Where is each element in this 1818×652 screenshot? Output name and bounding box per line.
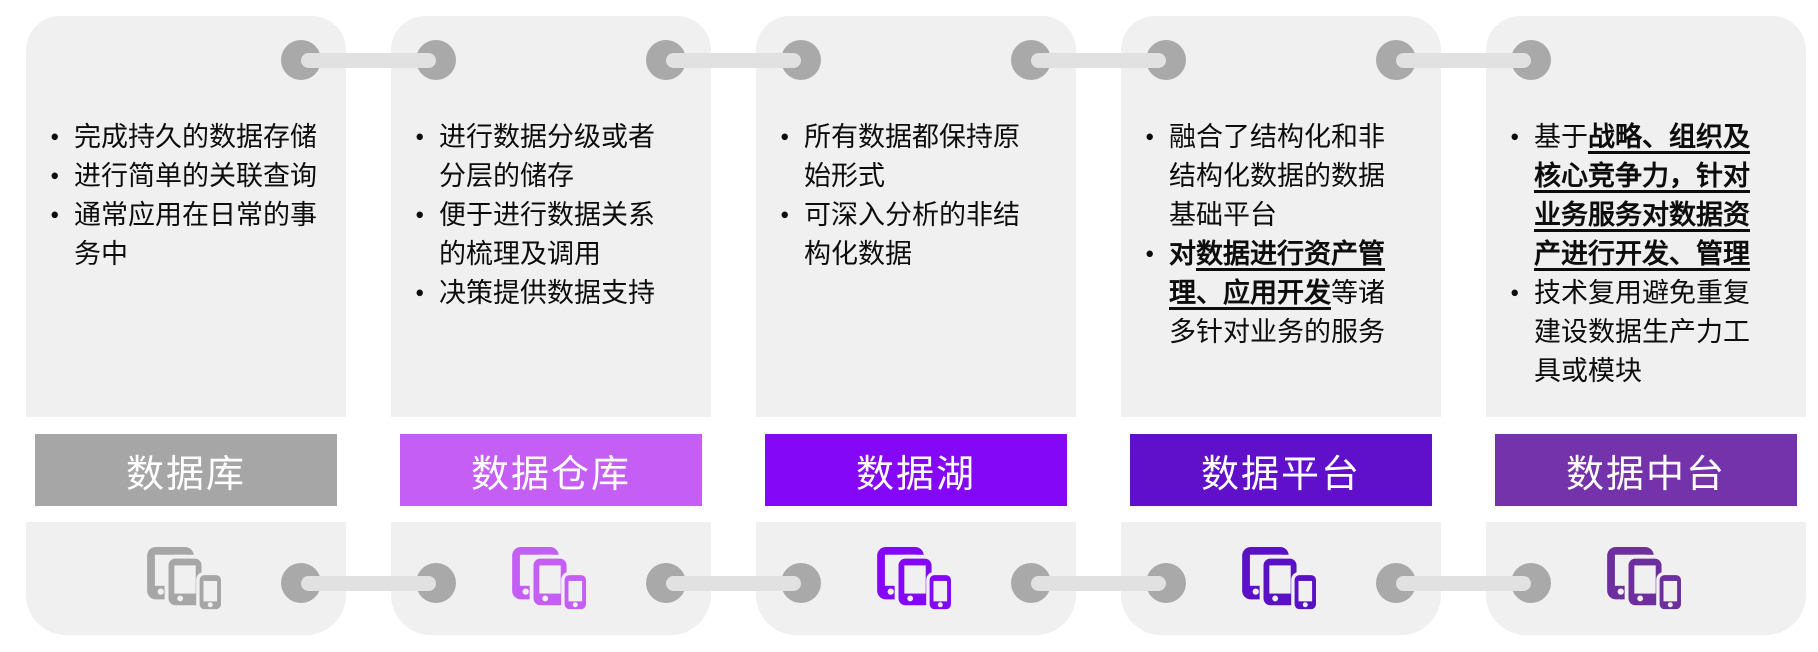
text-segment: 进行数据分级或者 分层的储存 xyxy=(439,122,655,191)
column-data-platform: • 融合了结构化和非 结构化数据的数据 基础平台 • 对数据进行资产管 理、应用开发等… xyxy=(1121,16,1441,635)
bullet-item: • 对数据进行资产管 理、应用开发等诸 多针对业务的服务 xyxy=(1145,235,1429,352)
connector-bar xyxy=(1396,53,1531,68)
bullet-item: • 决策提供数据支持 xyxy=(415,274,699,313)
bullet-item: • 便于进行数据关系 的梳理及调用 xyxy=(415,196,699,274)
text-segment: 数据进行资产管 理、应用开发 xyxy=(1169,239,1385,308)
bullet-dot: • xyxy=(1145,122,1155,152)
bullet-item: • 进行简单的关联查询 xyxy=(50,157,334,196)
column-description-card: • 进行数据分级或者 分层的储存 • 便于进行数据关系 的梳理及调用 • 决策提供数据支持 xyxy=(391,16,711,417)
column-data-warehouse: • 进行数据分级或者 分层的储存 • 便于进行数据关系 的梳理及调用 • 决策提供数据支持… xyxy=(391,16,711,635)
text-segment: 进行简单的关联查询 xyxy=(74,161,317,191)
column-description-card: • 基于战略、组织及 核心竞争力，针对 业务服务对数据资 产进行开发、管理 • 技术复… xyxy=(1486,16,1806,417)
column-title: 数据库 xyxy=(125,453,246,496)
column-data-middle-platform: • 基于战略、组织及 核心竞争力，针对 业务服务对数据资 产进行开发、管理 • 技术复… xyxy=(1486,16,1806,635)
bullet-list: • 所有数据都保持原 始形式 • 可深入分析的非结 构化数据 xyxy=(780,118,1064,274)
bullet-dot: • xyxy=(1145,239,1155,269)
bullet-dot: • xyxy=(415,278,425,308)
text-segment: 通常应用在日常的事 务中 xyxy=(74,200,317,269)
text-segment: 融合了结构化和非 结构化数据的数据 基础平台 xyxy=(1169,122,1385,230)
column-icon-card xyxy=(1486,522,1806,635)
bullet-dot: • xyxy=(50,122,60,152)
text-segment: 决策提供数据支持 xyxy=(439,278,655,308)
bullet-text: 对数据进行资产管 理、应用开发等诸 多针对业务的服务 xyxy=(1169,235,1385,352)
column-description-card: • 所有数据都保持原 始形式 • 可深入分析的非结 构化数据 xyxy=(756,16,1076,417)
bullet-item: • 所有数据都保持原 始形式 xyxy=(780,118,1064,196)
bullet-text: 融合了结构化和非 结构化数据的数据 基础平台 xyxy=(1169,118,1385,235)
bullet-item: • 进行数据分级或者 分层的储存 xyxy=(415,118,699,196)
text-segment: 对 xyxy=(1169,239,1196,269)
text-segment: 战略、组织及 核心竞争力，针对 业务服务对数据资 产进行开发、管理 xyxy=(1534,122,1750,269)
bullet-item: • 技术复用避免重复 建设数据生产力工 具或模块 xyxy=(1510,274,1794,391)
column-banner: 数据平台 xyxy=(1130,434,1432,506)
text-segment: 等诸 多针对业务的服务 xyxy=(1169,278,1385,347)
column-icon-card xyxy=(26,522,346,635)
devices-icon xyxy=(875,545,957,613)
devices-icon xyxy=(145,545,227,613)
bullet-item: • 通常应用在日常的事 务中 xyxy=(50,196,334,274)
connector-bar xyxy=(301,53,436,68)
connector-bar xyxy=(1031,53,1166,68)
bullet-dot: • xyxy=(415,200,425,230)
connector-bar xyxy=(301,576,436,591)
bullet-text: 所有数据都保持原 始形式 xyxy=(804,118,1020,196)
bullet-text: 进行简单的关联查询 xyxy=(74,157,317,196)
connector-bar xyxy=(666,576,801,591)
devices-icon xyxy=(510,545,592,613)
column-description-card: • 完成持久的数据存储 • 进行简单的关联查询 • 通常应用在日常的事 务中 xyxy=(26,16,346,417)
text-segment: 便于进行数据关系 的梳理及调用 xyxy=(439,200,655,269)
bullet-list: • 完成持久的数据存储 • 进行简单的关联查询 • 通常应用在日常的事 务中 xyxy=(50,118,334,274)
column-data-lake: • 所有数据都保持原 始形式 • 可深入分析的非结 构化数据 数据湖 xyxy=(756,16,1076,635)
bullet-text: 通常应用在日常的事 务中 xyxy=(74,196,317,274)
bullet-item: • 基于战略、组织及 核心竞争力，针对 业务服务对数据资 产进行开发、管理 xyxy=(1510,118,1794,274)
bullet-text: 进行数据分级或者 分层的储存 xyxy=(439,118,655,196)
text-segment: 技术复用避免重复 建设数据生产力工 具或模块 xyxy=(1534,278,1750,386)
text-segment: 完成持久的数据存储 xyxy=(74,122,317,152)
column-title: 数据平台 xyxy=(1200,453,1361,496)
bullet-dot: • xyxy=(780,122,790,152)
column-database: • 完成持久的数据存储 • 进行简单的关联查询 • 通常应用在日常的事 务中 数据库 xyxy=(26,16,346,635)
bullet-dot: • xyxy=(50,161,60,191)
connector-bar xyxy=(666,53,801,68)
column-description-card: • 融合了结构化和非 结构化数据的数据 基础平台 • 对数据进行资产管 理、应用开发等… xyxy=(1121,16,1441,417)
devices-icon xyxy=(1240,545,1322,613)
bullet-dot: • xyxy=(1510,122,1520,152)
text-segment: 可深入分析的非结 构化数据 xyxy=(804,200,1020,269)
bullet-list: • 进行数据分级或者 分层的储存 • 便于进行数据关系 的梳理及调用 • 决策提供数据支持 xyxy=(415,118,699,313)
bullet-text: 决策提供数据支持 xyxy=(439,274,655,313)
bullet-dot: • xyxy=(780,200,790,230)
connector-bar xyxy=(1396,576,1531,591)
devices-icon xyxy=(1605,545,1687,613)
column-title: 数据仓库 xyxy=(470,453,631,496)
bullet-list: • 基于战略、组织及 核心竞争力，针对 业务服务对数据资 产进行开发、管理 • 技术复… xyxy=(1510,118,1794,391)
bullet-dot: • xyxy=(50,200,60,230)
text-segment: 所有数据都保持原 始形式 xyxy=(804,122,1020,191)
column-title: 数据中台 xyxy=(1565,453,1726,496)
connector-bar xyxy=(1031,576,1166,591)
column-banner: 数据库 xyxy=(35,434,337,506)
bullet-text: 便于进行数据关系 的梳理及调用 xyxy=(439,196,655,274)
column-title: 数据湖 xyxy=(855,453,976,496)
bullet-dot: • xyxy=(1510,278,1520,308)
bullet-item: • 融合了结构化和非 结构化数据的数据 基础平台 xyxy=(1145,118,1429,235)
bullet-text: 技术复用避免重复 建设数据生产力工 具或模块 xyxy=(1534,274,1750,391)
bullet-dot: • xyxy=(415,122,425,152)
bullet-text: 可深入分析的非结 构化数据 xyxy=(804,196,1020,274)
bullet-text: 基于战略、组织及 核心竞争力，针对 业务服务对数据资 产进行开发、管理 xyxy=(1534,118,1750,274)
bullet-list: • 融合了结构化和非 结构化数据的数据 基础平台 • 对数据进行资产管 理、应用开发等… xyxy=(1145,118,1429,352)
column-banner: 数据中台 xyxy=(1495,434,1797,506)
column-banner: 数据仓库 xyxy=(400,434,702,506)
column-banner: 数据湖 xyxy=(765,434,1067,506)
text-segment: 基于 xyxy=(1534,122,1588,152)
bullet-text: 完成持久的数据存储 xyxy=(74,118,317,157)
bullet-item: • 可深入分析的非结 构化数据 xyxy=(780,196,1064,274)
bullet-item: • 完成持久的数据存储 xyxy=(50,118,334,157)
